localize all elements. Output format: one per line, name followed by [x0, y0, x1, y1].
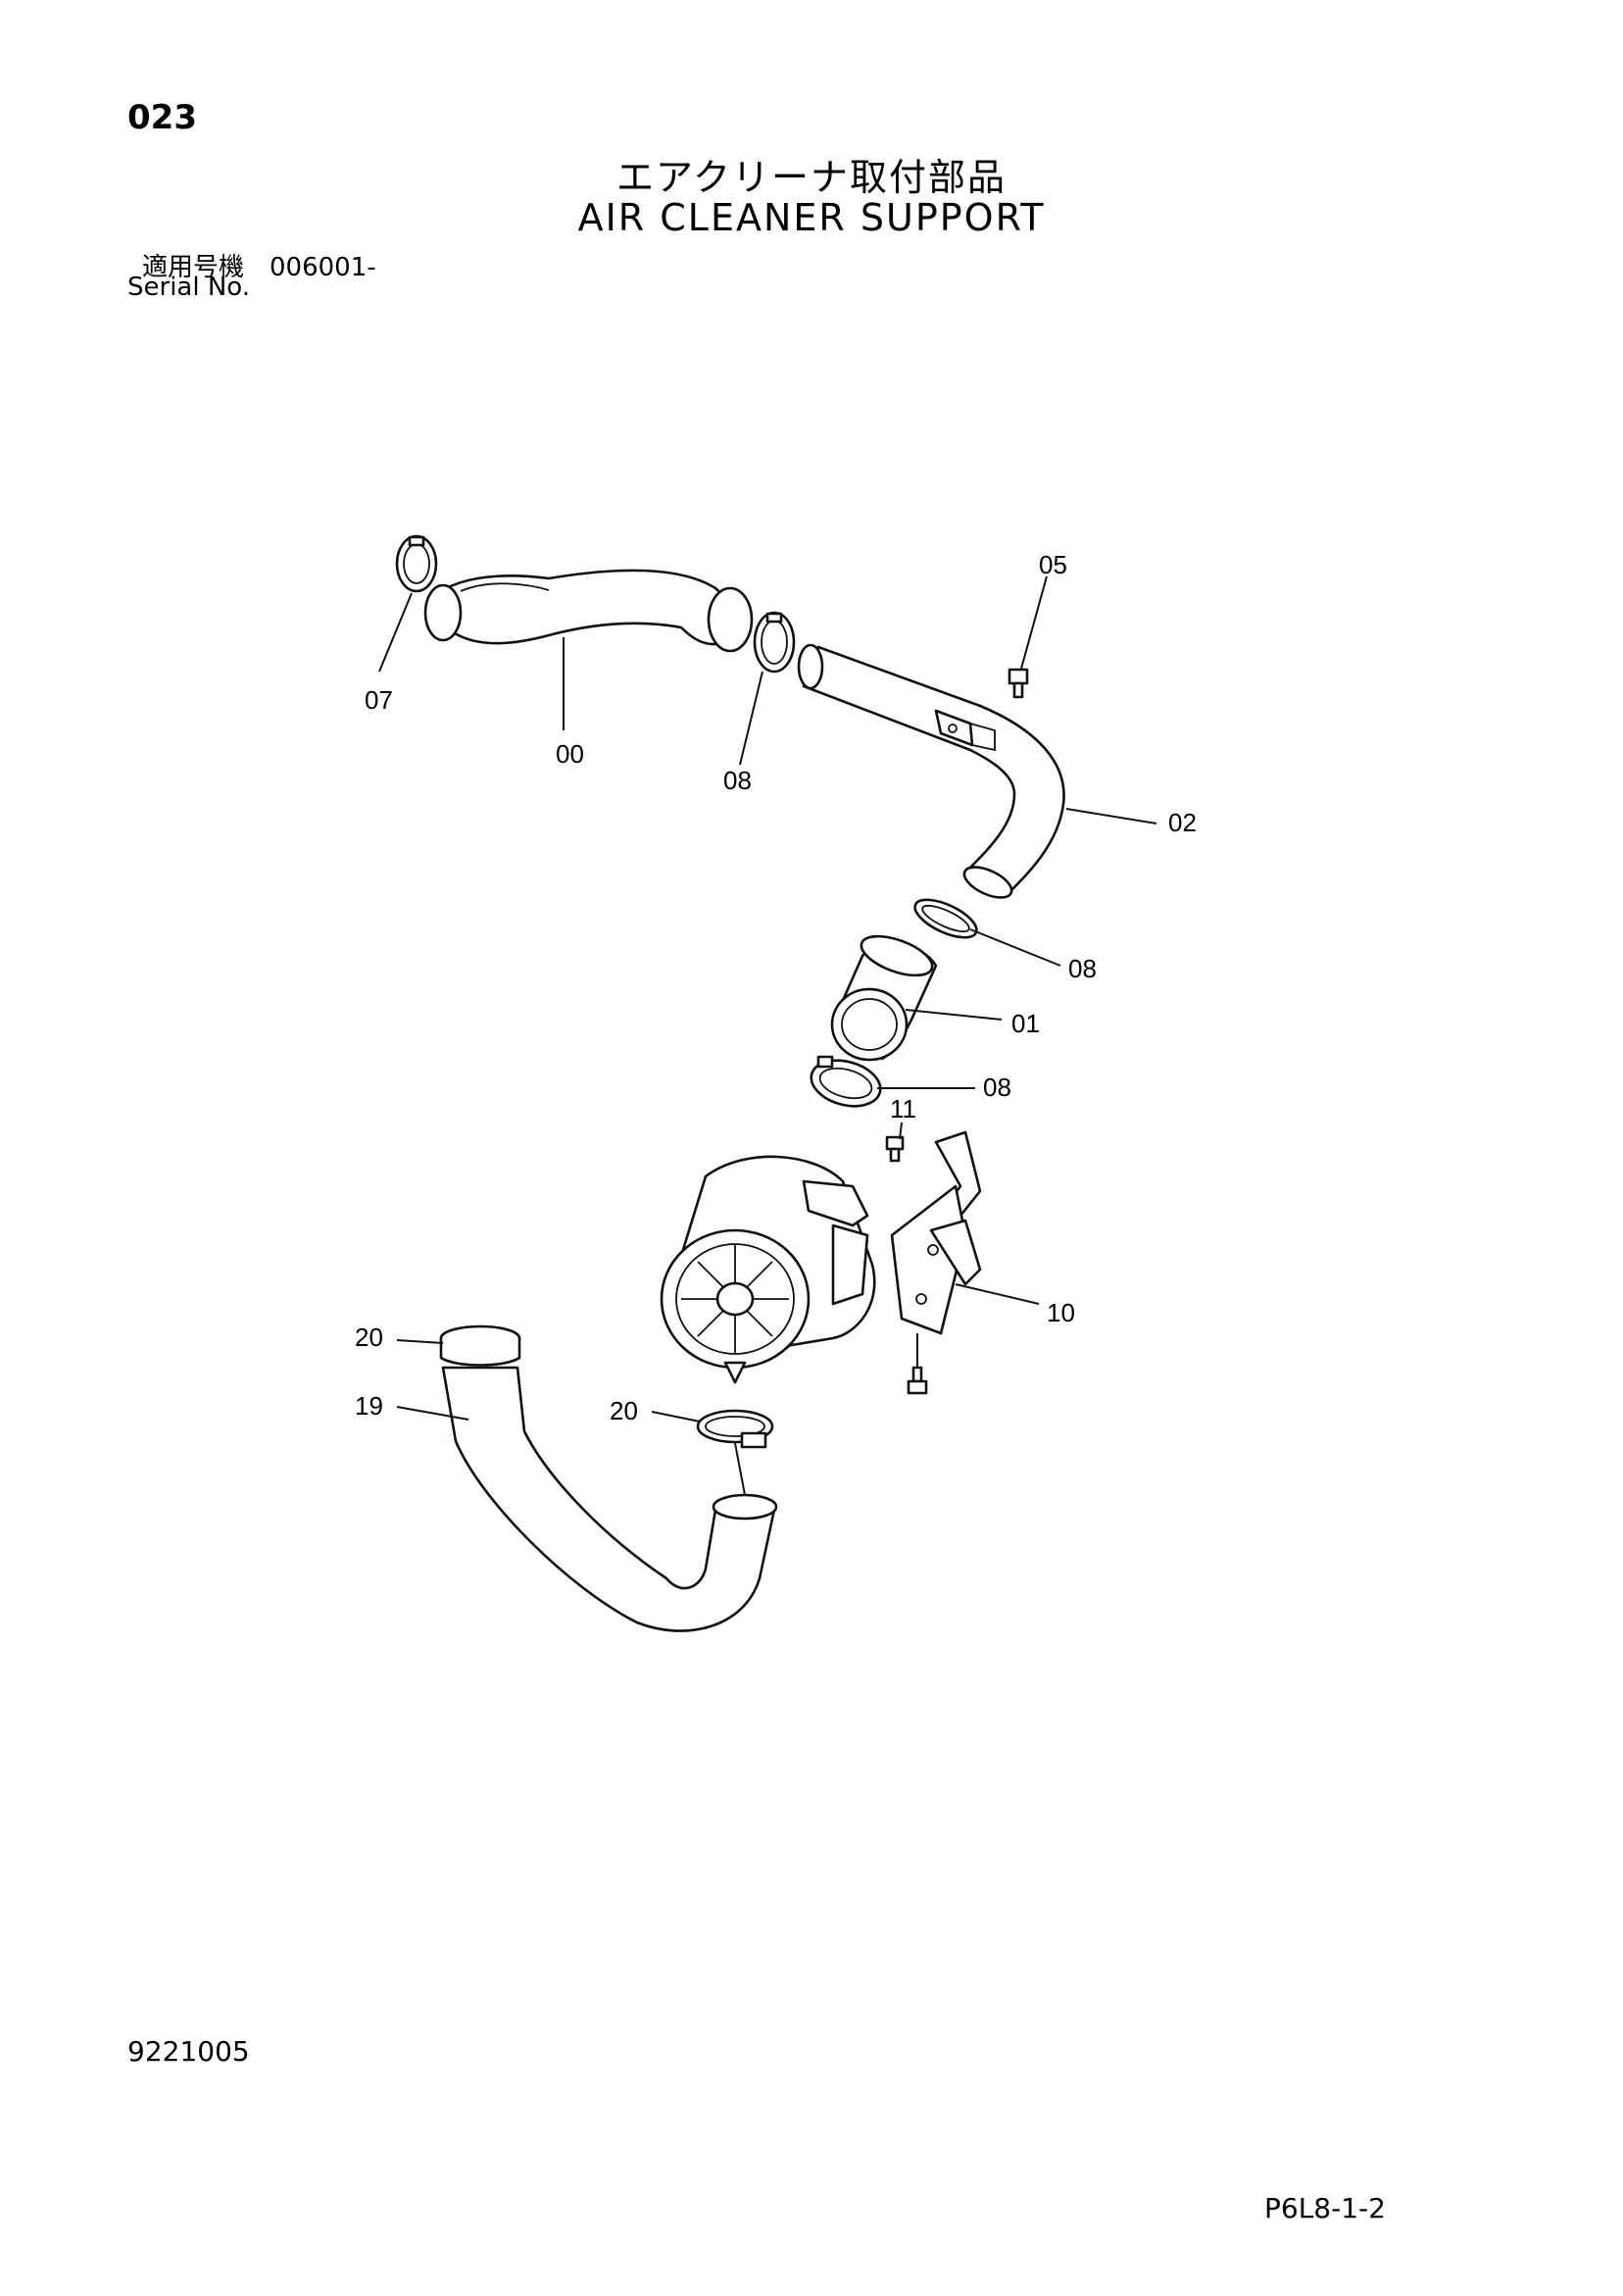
page-number: 023: [127, 98, 197, 137]
page-code: P6L8-1-2: [1264, 2192, 1386, 2224]
bolt-bracket-lower: [907, 1366, 928, 1395]
callout-20-left: 20: [355, 1323, 383, 1352]
callout-02: 02: [1168, 808, 1197, 837]
clamp-part-08-lower: [810, 1055, 882, 1108]
callout-10: 10: [1047, 1298, 1075, 1327]
serial-number-label: Serial No.: [127, 273, 250, 302]
document-code: 9221005: [127, 2035, 250, 2068]
callout-08-lower: 08: [983, 1073, 1011, 1102]
callout-08-upper: 08: [723, 766, 752, 795]
callout-00: 00: [556, 739, 584, 769]
elbow-part-01: [830, 934, 938, 1062]
callout-05: 05: [1039, 550, 1067, 579]
hose-part-00: [423, 569, 754, 653]
callout-19: 19: [355, 1391, 383, 1421]
clamp-part-08-upper: [753, 611, 796, 674]
clamp-part-08-middle: [913, 898, 978, 939]
callout-07: 07: [365, 685, 393, 715]
clamp-part-07: [395, 534, 438, 593]
clamp-part-20-center: [696, 1409, 774, 1449]
pipe-part-02: [797, 643, 1065, 899]
air-cleaner-assembly: [660, 1155, 876, 1384]
serial-range-japanese: 適用号機 006001-: [142, 253, 376, 282]
clamp-part-20-left: [439, 1324, 521, 1367]
bolt-part-05: [1008, 668, 1029, 699]
callout-01: 01: [1011, 1009, 1040, 1038]
bolt-part-11: [885, 1135, 905, 1163]
callout-20-center: 20: [610, 1396, 638, 1425]
leader-lines: [378, 575, 1157, 1496]
bracket-part-10: [890, 1130, 982, 1335]
page-title-japanese: エアクリーナ取付部品: [615, 156, 1008, 199]
page-title-english: AIR CLEANER SUPPORT: [577, 196, 1046, 239]
callout-08-middle: 08: [1068, 954, 1097, 983]
callout-11: 11: [890, 1094, 916, 1123]
